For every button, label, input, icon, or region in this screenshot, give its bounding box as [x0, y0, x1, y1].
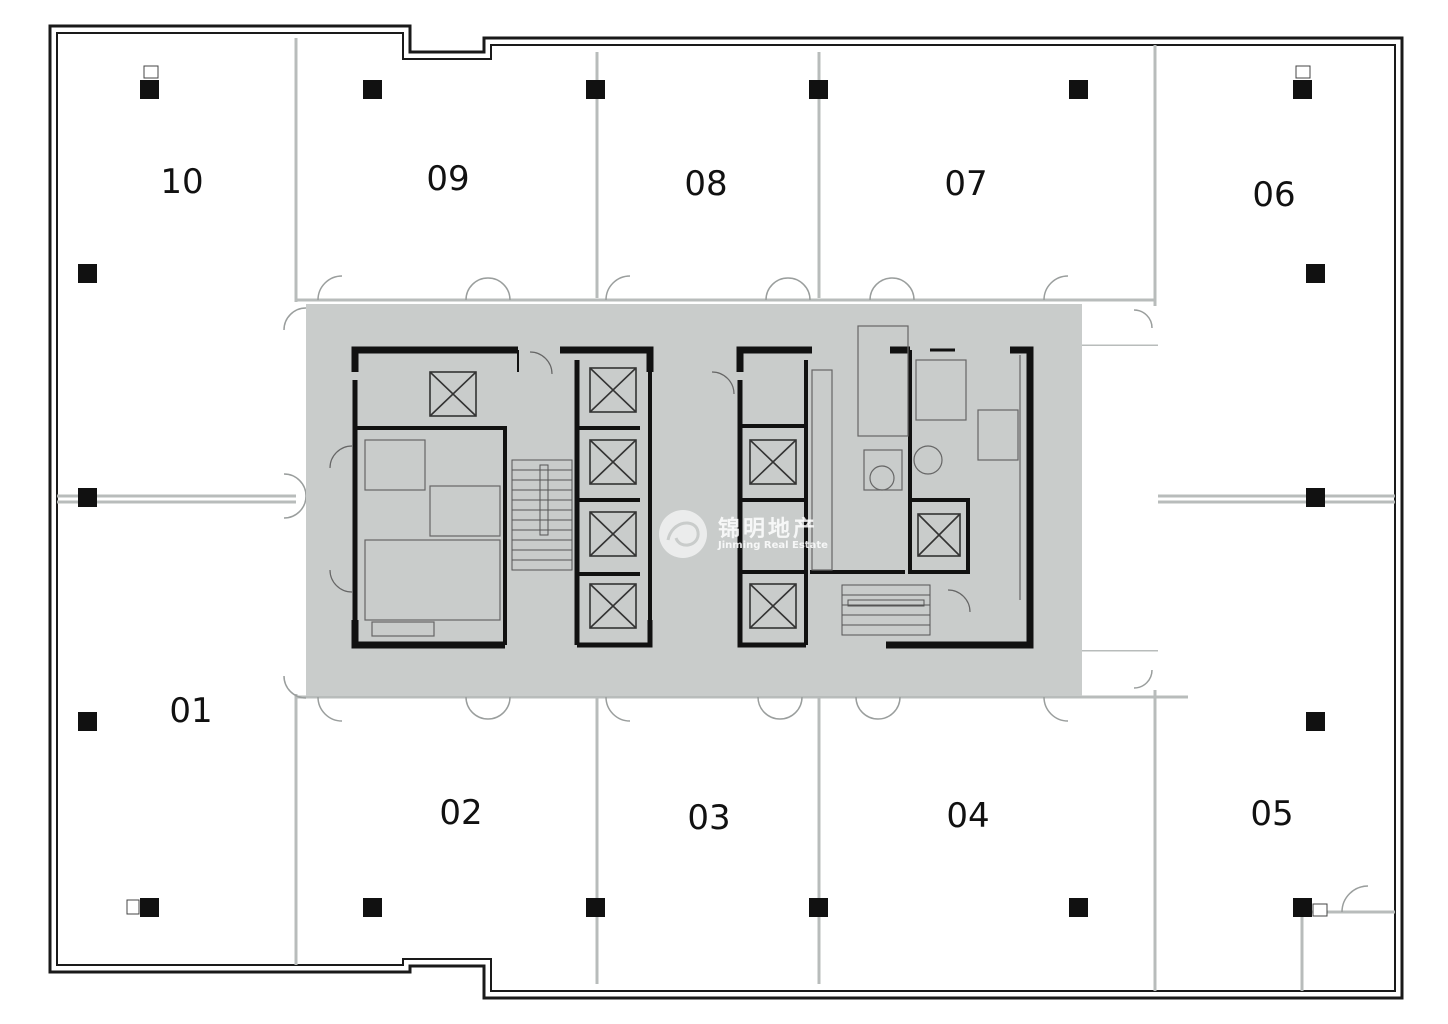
- unit-label-09: 09: [426, 159, 469, 199]
- outer-wall: [48, 24, 1404, 1000]
- column: [78, 264, 97, 283]
- corridor-doors: [283, 275, 1369, 913]
- column: [1293, 898, 1312, 917]
- unit-label-07: 07: [944, 164, 987, 204]
- watermark-cn: 锦明地产: [718, 516, 818, 542]
- column: [140, 80, 159, 99]
- column: [78, 488, 97, 507]
- column: [363, 898, 382, 917]
- column: [1306, 712, 1325, 731]
- watermark-en: Jinming Real Estate: [717, 540, 828, 551]
- unit-label-03: 03: [687, 798, 730, 838]
- column: [78, 712, 97, 731]
- unit-label-06: 06: [1252, 175, 1295, 215]
- column: [809, 80, 828, 99]
- column: [1306, 488, 1325, 507]
- column: [363, 80, 382, 99]
- unit-label-01: 01: [169, 691, 212, 731]
- column: [1069, 80, 1088, 99]
- column: [140, 898, 159, 917]
- column: [1306, 264, 1325, 283]
- unit-label-05: 05: [1250, 794, 1293, 834]
- unit-label-02: 02: [439, 793, 482, 833]
- column: [809, 898, 828, 917]
- central-core: [306, 304, 1158, 696]
- watermark: 锦明地产 Jinming Real Estate: [659, 510, 828, 558]
- unit-label-10: 10: [160, 162, 203, 202]
- unit-labels: 10 09 08 07 06 01 02 03 04 05: [160, 159, 1295, 838]
- column: [1069, 898, 1088, 917]
- watermark-logo-icon: [659, 510, 707, 558]
- column: [1293, 80, 1312, 99]
- column: [586, 80, 605, 99]
- column: [586, 898, 605, 917]
- unit-label-04: 04: [946, 796, 989, 836]
- unit-label-08: 08: [684, 164, 727, 204]
- columns: [78, 80, 1325, 917]
